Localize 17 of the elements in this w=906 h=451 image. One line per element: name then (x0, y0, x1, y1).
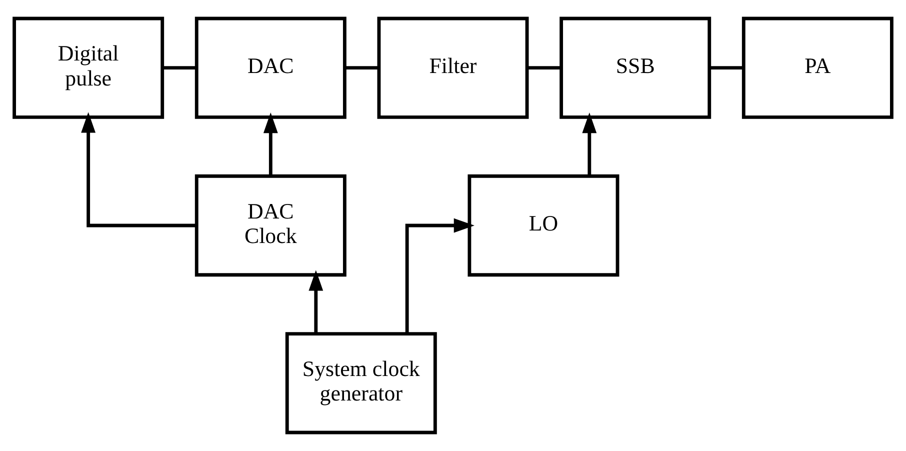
node-box: DAC Clock (194, 174, 346, 277)
connector (162, 66, 197, 70)
node-box: System clock generator (285, 332, 437, 434)
arrow (405, 218, 474, 334)
node-box: Filter (377, 16, 529, 119)
node-box: DAC (194, 16, 346, 119)
node-box: LO (468, 174, 620, 277)
arrow (81, 112, 196, 228)
node-box: Digital pulse (12, 16, 164, 119)
arrow (582, 112, 597, 176)
arrow (308, 270, 324, 334)
node-box: SSB (560, 16, 712, 119)
connector (527, 66, 562, 70)
connector (710, 66, 744, 70)
arrow (263, 112, 278, 176)
node-box: PA (742, 16, 894, 119)
connector (344, 66, 379, 70)
